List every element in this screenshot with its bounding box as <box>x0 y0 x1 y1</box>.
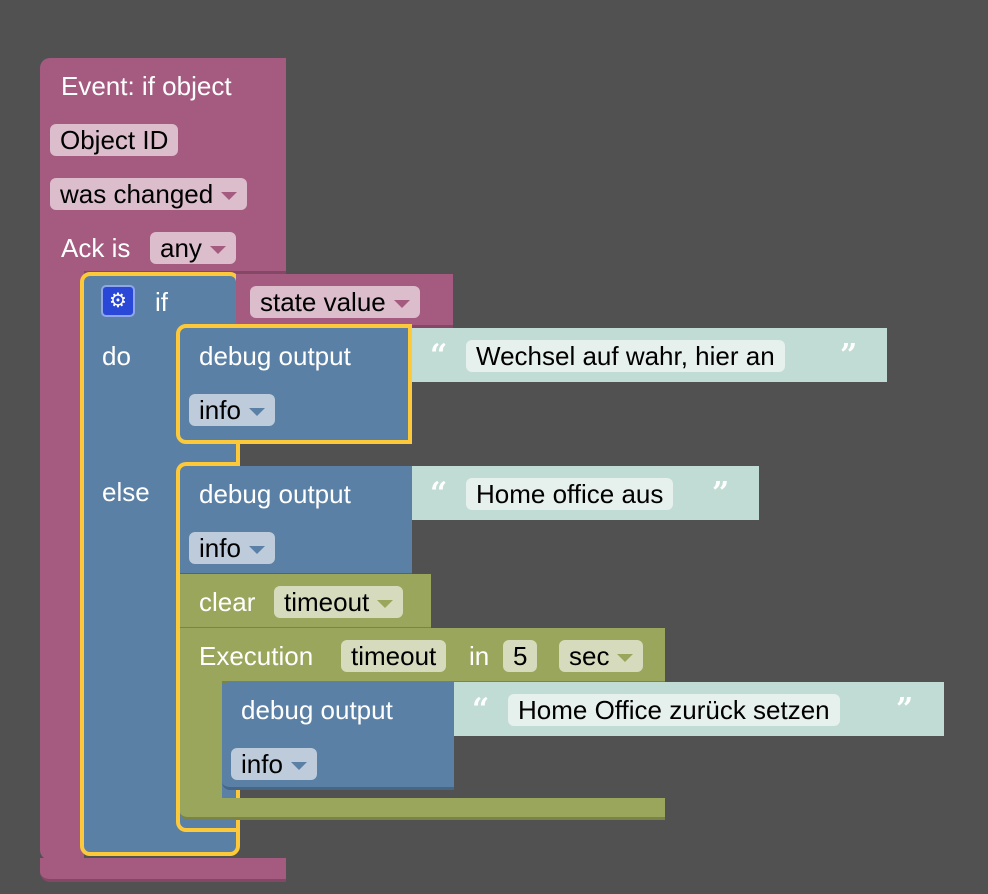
chevron-down-icon <box>221 192 238 201</box>
debug-label-1: debug output <box>199 341 351 371</box>
debug-label-2: debug output <box>199 479 351 509</box>
debug-level-dropdown-1[interactable]: info <box>189 394 275 426</box>
clear-label: clear <box>199 587 256 617</box>
condition-value: state value <box>260 287 386 317</box>
unit-dropdown[interactable]: sec <box>559 640 644 672</box>
close-quote-icon: ” <box>840 338 858 373</box>
open-quote-icon: “ <box>472 692 490 727</box>
chevron-down-icon <box>209 246 226 255</box>
text-field-2[interactable]: Home office aus <box>466 478 674 510</box>
level-value: info <box>199 395 241 425</box>
text-field-1[interactable]: Wechsel auf wahr, hier an <box>466 340 785 372</box>
else-label: else <box>102 477 150 507</box>
execution-label: Execution <box>199 641 314 671</box>
do-label: do <box>102 341 131 371</box>
ack-value: any <box>160 233 202 263</box>
execution-block-rail <box>180 680 222 800</box>
chevron-down-icon <box>290 762 307 771</box>
event-block-footer <box>40 858 286 882</box>
open-quote-icon: “ <box>430 476 448 511</box>
delay-amount-field[interactable]: 5 <box>503 640 538 672</box>
in-label: in <box>469 641 490 671</box>
execution-block-footer <box>180 798 665 820</box>
else-highlight <box>176 462 240 832</box>
chevron-down-icon <box>248 546 265 555</box>
chevron-down-icon <box>393 300 410 309</box>
event-block-left-rail <box>40 270 84 860</box>
close-quote-icon: ” <box>896 692 914 727</box>
debug-label-3: debug output <box>241 695 393 725</box>
open-quote-icon: “ <box>430 338 448 373</box>
level-value: info <box>241 749 283 779</box>
level-value: info <box>199 533 241 563</box>
if-label: if <box>155 287 168 317</box>
trigger-value: was changed <box>60 179 214 209</box>
state-value-dropdown[interactable]: state value <box>250 286 420 318</box>
ack-label: Ack is <box>61 233 131 263</box>
chevron-down-icon <box>248 408 265 417</box>
event-title: Event: if object <box>61 71 232 101</box>
debug-level-dropdown-3[interactable]: info <box>231 748 317 780</box>
clear-timeout-dropdown[interactable]: timeout <box>274 586 404 618</box>
chevron-down-icon <box>617 654 634 663</box>
timeout-name-field[interactable]: timeout <box>341 640 447 672</box>
close-quote-icon: ” <box>712 476 730 511</box>
text-field-3[interactable]: Home Office zurück setzen <box>508 694 840 726</box>
gear-icon[interactable]: ⚙ <box>101 285 135 317</box>
unit-value: sec <box>569 641 610 671</box>
object-id-field[interactable]: Object ID <box>50 124 179 156</box>
chevron-down-icon <box>377 600 394 609</box>
debug-level-dropdown-2[interactable]: info <box>189 532 275 564</box>
ack-dropdown[interactable]: any <box>150 232 236 264</box>
clear-value: timeout <box>284 587 370 617</box>
trigger-dropdown[interactable]: was changed <box>50 178 248 210</box>
